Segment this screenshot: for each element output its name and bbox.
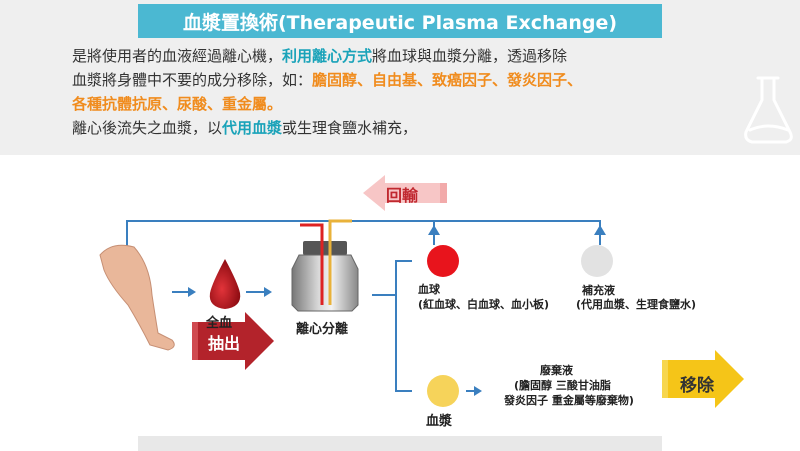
centrifuge-icon [291,219,359,312]
intro-line-3: 各種抗體抗原、尿酸、重金屬。 [72,92,762,116]
waste-title: 廢棄液 [540,364,573,377]
centrifuge-label: 離心分離 [296,322,349,337]
intro-line2-segment-1: 膽固醇、自由基、致癌因子、發炎因子、 [312,71,583,89]
intro-line4-segment-0: 離心後流失之血漿，以 [72,119,223,137]
blood-cells-detail: (紅血球、白血球、血小板) [418,298,550,311]
intro-line-4: 離心後流失之血漿，以代用血漿或生理食鹽水補充， [72,116,762,140]
page-title: 血漿置換術(Therapeutic Plasma Exchange) [138,4,662,38]
waste-detail-1: (膽固醇 三酸甘油脂 [514,379,611,392]
intro-line1-segment-0: 是將使用者的血液經過離心機， [72,47,283,65]
intro-line1-segment-2: 將血球與血漿分離，透過移除 [372,47,568,65]
intro-text: 是將使用者的血液經過離心機，利用離心方式將血球與血漿分離，透過移除 血漿將身體中… [72,44,762,140]
plasma-label: 血漿 [426,414,453,429]
whole-blood-label: 全血 [206,316,233,331]
waste-detail-2: 發炎因子 重金屬等廢棄物) [504,394,634,407]
intro-line3-segment-0: 各種抗體抗原、尿酸、重金屬。 [72,95,283,113]
intro-line-2: 血漿將身體中不要的成分移除，如：膽固醇、自由基、致癌因子、發炎因子、 [72,68,762,92]
plasma-icon [427,375,459,407]
remove-arrow-icon [662,350,744,408]
process-diagram [99,175,744,408]
intro-line-1: 是將使用者的血液經過離心機，利用離心方式將血球與血漿分離，透過移除 [72,44,762,68]
return-line [126,220,601,250]
extract-label: 抽出 [208,334,241,353]
bottom-bar [138,436,662,451]
intro-line4-segment-2: 或生理食鹽水補充， [282,119,418,137]
blood-drop-icon [209,259,241,309]
replacement-fluid-icon [581,245,613,277]
return-arrow-icon [363,175,447,211]
replacement-detail: (代用血漿、生理食鹽水) [576,298,697,311]
blood-cells-icon [427,245,459,277]
intro-line1-segment-1: 利用離心方式 [282,47,373,65]
extract-arrow-icon [192,312,274,370]
return-label: 回輸 [386,186,419,205]
arm-icon [99,244,175,351]
intro-line2-segment-0: 血漿將身體中不要的成分移除，如： [72,71,313,89]
replacement-title: 補充液 [582,284,615,297]
intro-line4-segment-1: 代用血漿 [222,119,283,137]
remove-label: 移除 [680,376,714,396]
flask-icon [744,76,793,144]
arrow-up-blood-cells [428,225,440,235]
blood-cells-title: 血球 [418,283,440,296]
arrow-up-replacement [594,225,606,235]
